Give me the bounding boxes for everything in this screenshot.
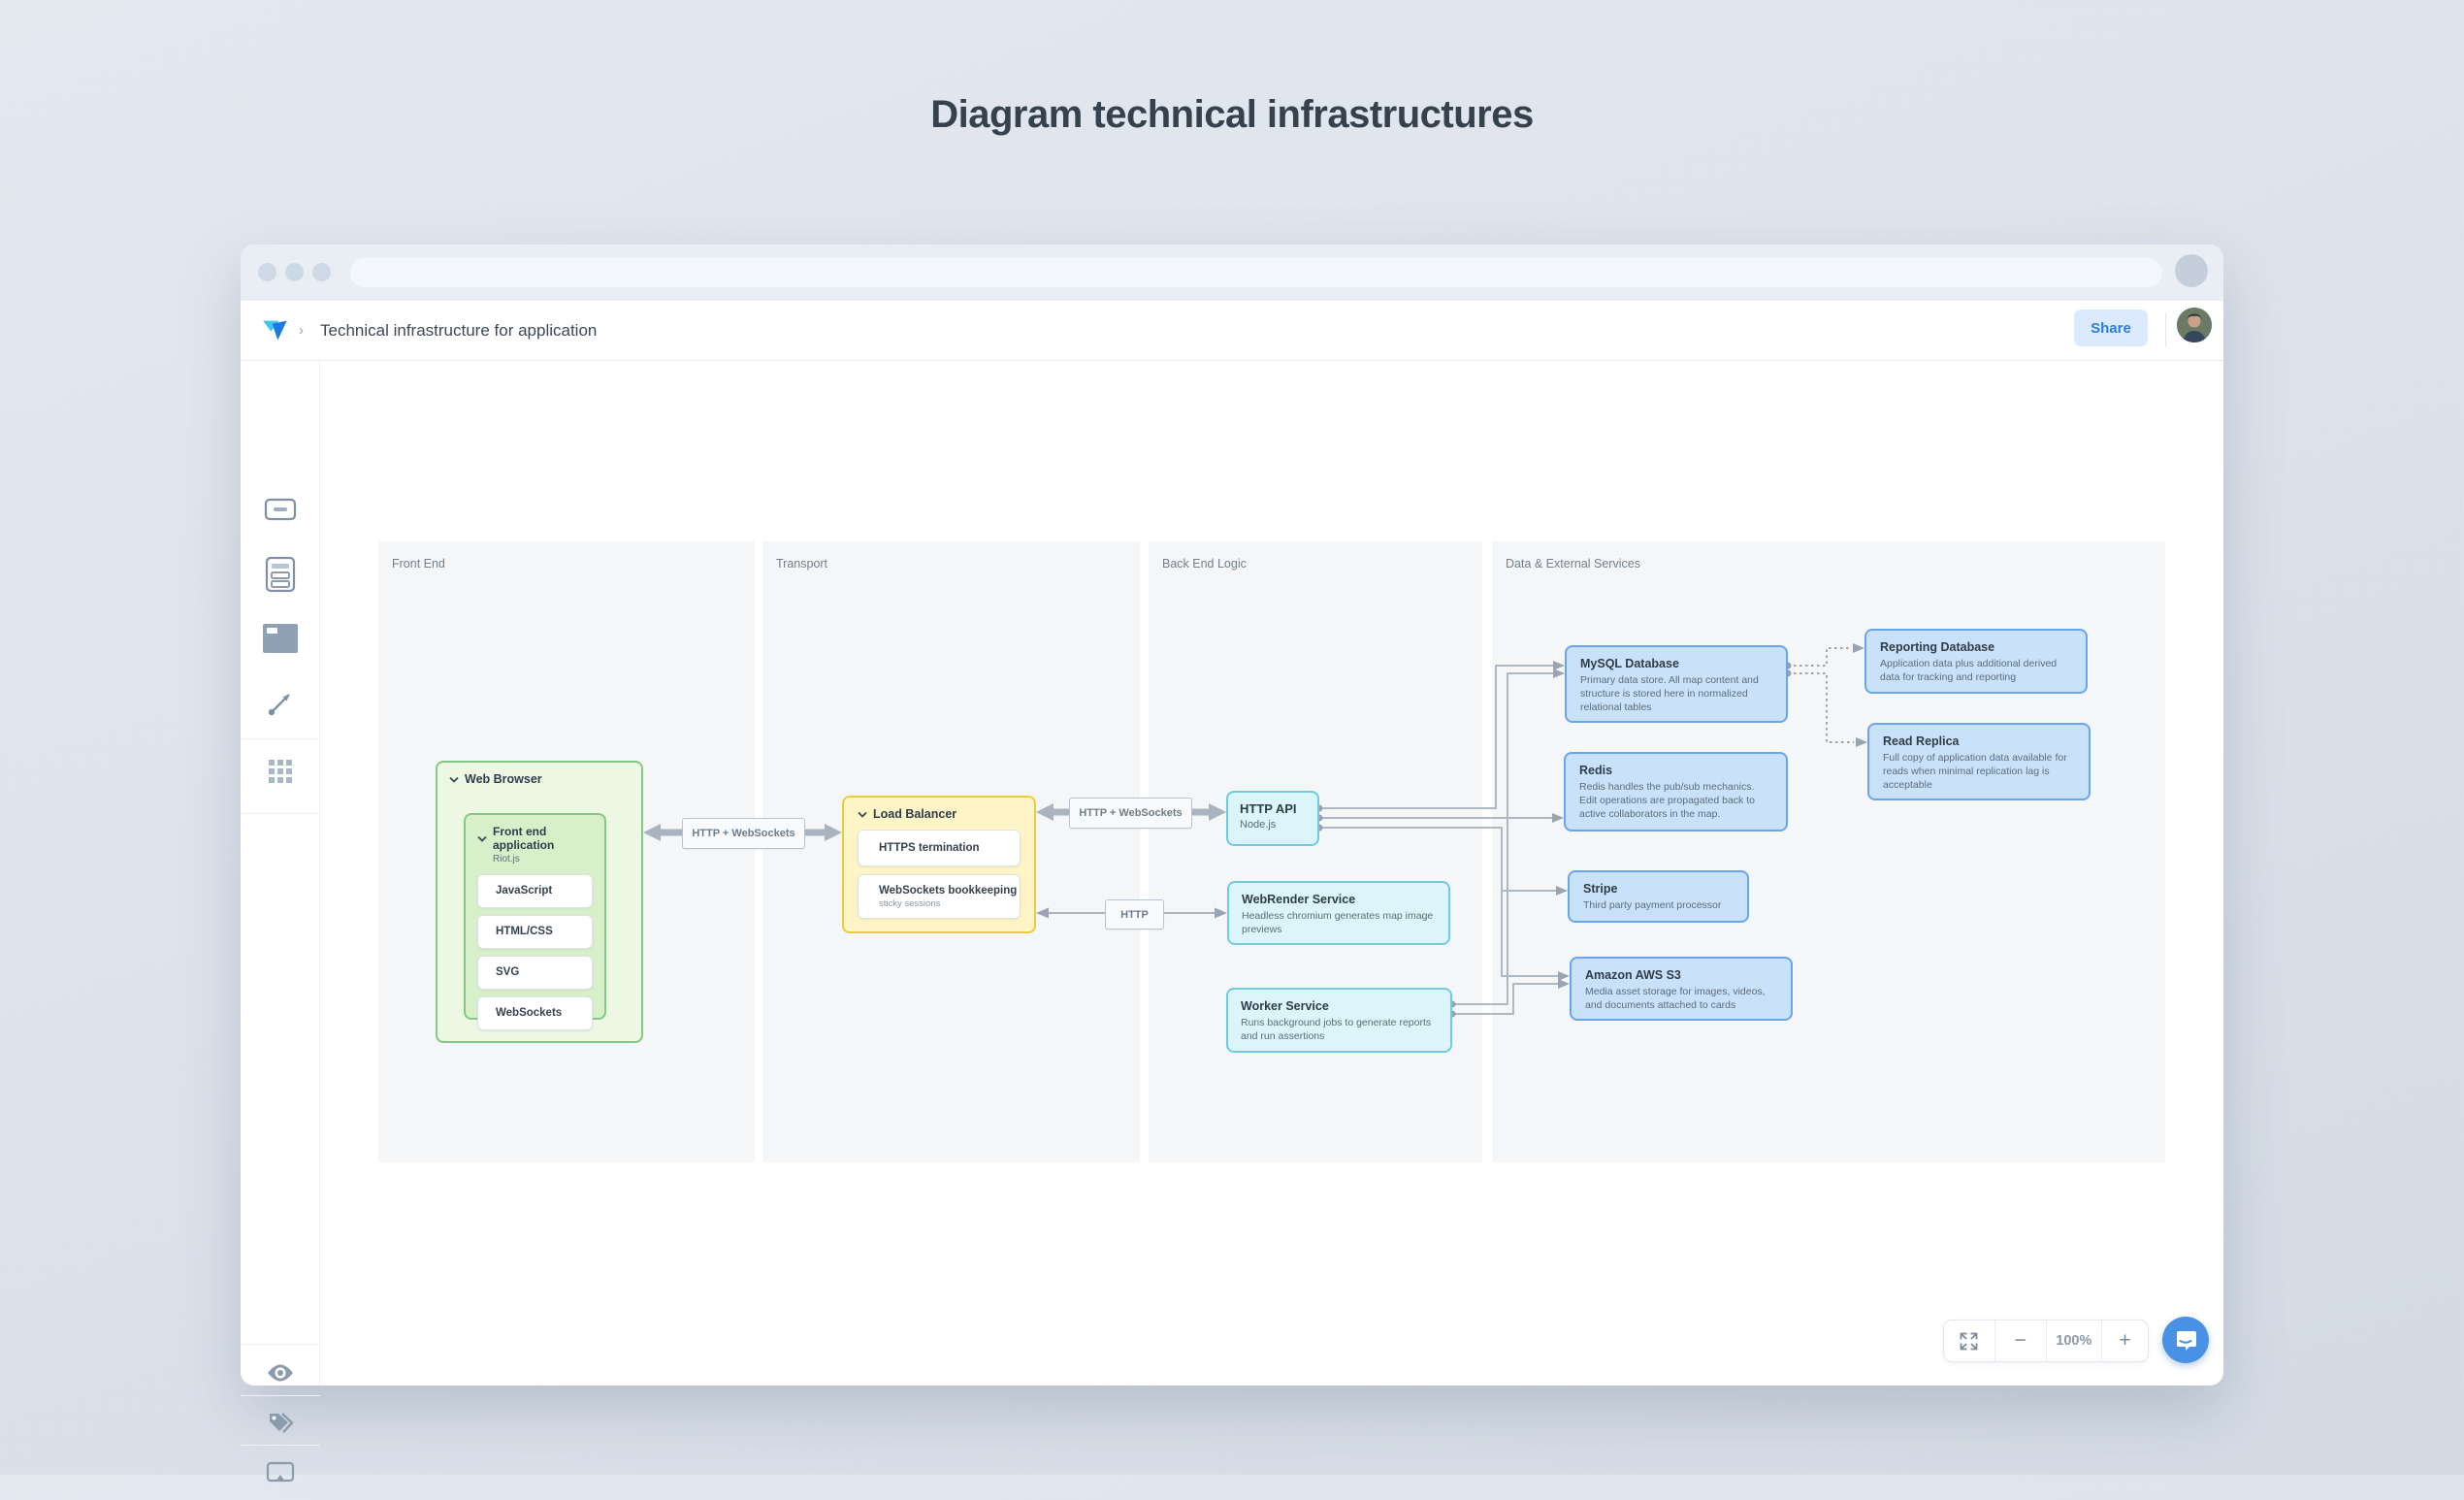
shapes-grid-tool-icon[interactable] — [241, 744, 320, 799]
tool-sidebar — [241, 361, 320, 1483]
node-mysql-database[interactable]: MySQL Database Primary data store. All m… — [1565, 645, 1788, 723]
lane-label: Front End — [392, 557, 445, 571]
node-title: Worker Service — [1241, 999, 1329, 1013]
breadcrumb-chevron-icon: › — [299, 322, 304, 339]
node-title: SVG — [496, 966, 520, 978]
node-websockets-bookkeeping[interactable]: WebSockets bookkeeping sticky sessions — [858, 874, 1021, 919]
edge-label-http-websockets[interactable]: HTTP + WebSockets — [1069, 798, 1192, 829]
node-title: HTTP API — [1240, 801, 1297, 816]
node-stripe[interactable]: Stripe Third party payment processor — [1568, 870, 1749, 923]
node-svg[interactable]: SVG — [477, 955, 593, 990]
node-subtitle: Riot.js — [493, 854, 520, 864]
browser-chrome-bar — [241, 245, 2223, 301]
node-title: JavaScript — [496, 885, 553, 897]
node-subtitle: Media asset storage for images, videos, … — [1585, 986, 1766, 1012]
edge-label-http[interactable]: HTTP — [1105, 899, 1164, 929]
visibility-eye-icon[interactable] — [241, 1346, 320, 1400]
zoom-out-button[interactable]: − — [1994, 1321, 2046, 1361]
node-read-replica[interactable]: Read Replica Full copy of application da… — [1867, 723, 2091, 800]
traffic-light-maximize-icon[interactable] — [312, 263, 331, 281]
node-subtitle: Third party payment processor — [1583, 899, 1722, 911]
node-redis[interactable]: Redis Redis handles the pub/sub mechanic… — [1564, 752, 1788, 832]
sidebar-divider — [241, 1395, 320, 1396]
card-tool-icon[interactable] — [241, 482, 320, 537]
chevron-down-icon[interactable] — [858, 811, 867, 818]
node-subtitle: Full copy of application data available … — [1883, 752, 2067, 792]
sidebar-divider — [241, 1445, 320, 1446]
sidebar-divider — [241, 738, 320, 739]
node-webrender-service[interactable]: WebRender Service Headless chromium gene… — [1227, 881, 1450, 945]
document-title[interactable]: Technical infrastructure for application — [320, 321, 598, 340]
zoom-toolbar: − 100% + — [1943, 1320, 2149, 1362]
node-title: WebSockets — [496, 1007, 563, 1019]
app-header: › Technical infrastructure for applicati… — [241, 301, 2223, 361]
node-amazon-aws-s3[interactable]: Amazon AWS S3 Media asset storage for im… — [1570, 957, 1793, 1021]
node-worker-service[interactable]: Worker Service Runs background jobs to g… — [1226, 988, 1452, 1053]
share-button[interactable]: Share — [2074, 310, 2148, 346]
fullscreen-button[interactable] — [1944, 1321, 1994, 1361]
zoom-in-button[interactable]: + — [2101, 1321, 2148, 1361]
chat-launcher-button[interactable] — [2162, 1317, 2209, 1363]
node-title: Redis — [1579, 764, 1613, 777]
node-reporting-database[interactable]: Reporting Database Application data plus… — [1864, 629, 2088, 694]
node-title: Web Browser — [465, 772, 542, 786]
node-front-end-application[interactable]: Front end application Riot.js JavaScript… — [464, 813, 606, 1030]
lane-label: Back End Logic — [1162, 557, 1247, 571]
node-title: MySQL Database — [1580, 657, 1679, 670]
node-title: WebRender Service — [1242, 893, 1356, 906]
node-subtitle: Redis handles the pub/sub mechanics. Edi… — [1579, 781, 1755, 821]
container-tool-icon[interactable] — [241, 547, 320, 602]
node-subtitle: Application data plus additional derived… — [1880, 658, 2058, 684]
node-subtitle: Headless chromium generates map image pr… — [1242, 910, 1434, 936]
chevron-down-icon[interactable] — [477, 835, 487, 842]
lane-label: Transport — [776, 557, 828, 571]
traffic-light-minimize-icon[interactable] — [285, 263, 304, 281]
traffic-light-close-icon[interactable] — [258, 263, 276, 281]
url-bar[interactable] — [350, 258, 2162, 287]
node-title: Load Balancer — [873, 807, 957, 821]
connector-tool-icon[interactable] — [241, 676, 320, 731]
node-subtitle: Node.js — [1240, 819, 1277, 831]
lane-back-end-logic[interactable]: Back End Logic — [1149, 541, 1482, 1162]
zoom-level[interactable]: 100% — [2045, 1321, 2102, 1361]
node-title: Reporting Database — [1880, 640, 1995, 654]
node-http-api[interactable]: HTTP API Node.js — [1226, 791, 1319, 846]
tags-icon[interactable] — [241, 1395, 320, 1450]
browser-profile-icon[interactable] — [2175, 254, 2208, 287]
whimsical-logo-icon[interactable] — [262, 316, 289, 343]
node-websockets[interactable]: WebSockets — [477, 995, 593, 1030]
node-html-css[interactable]: HTML/CSS — [477, 914, 593, 949]
node-title: HTTPS termination — [879, 842, 980, 854]
node-title: Stripe — [1583, 882, 1618, 896]
node-title: HTML/CSS — [496, 926, 553, 937]
node-https-termination[interactable]: HTTPS termination — [858, 830, 1021, 866]
edge-label-http-websockets[interactable]: HTTP + WebSockets — [682, 818, 805, 849]
swimlane-tool-icon[interactable] — [241, 611, 320, 666]
node-subtitle: Runs background jobs to generate reports… — [1241, 1017, 1432, 1043]
sidebar-divider — [241, 813, 320, 814]
header-divider — [2165, 312, 2166, 347]
browser-window: › Technical infrastructure for applicati… — [241, 245, 2223, 1483]
node-title: Amazon AWS S3 — [1585, 968, 1681, 982]
present-icon[interactable] — [241, 1446, 320, 1500]
sidebar-divider — [241, 1344, 320, 1345]
node-subtitle: Primary data store. All map content and … — [1580, 674, 1759, 714]
node-javascript[interactable]: JavaScript — [477, 873, 593, 908]
node-title: WebSockets bookkeeping — [879, 884, 1018, 897]
node-title: Read Replica — [1883, 734, 1960, 748]
lane-label: Data & External Services — [1506, 557, 1640, 571]
chevron-down-icon[interactable] — [449, 776, 459, 783]
user-avatar[interactable] — [2177, 308, 2212, 342]
node-load-balancer[interactable]: Load Balancer HTTPS termination WebSocke… — [842, 796, 1036, 933]
page-title: Diagram technical infrastructures — [930, 93, 1534, 136]
node-subtitle: sticky sessions — [879, 897, 941, 909]
node-title: Front end application — [493, 825, 555, 852]
